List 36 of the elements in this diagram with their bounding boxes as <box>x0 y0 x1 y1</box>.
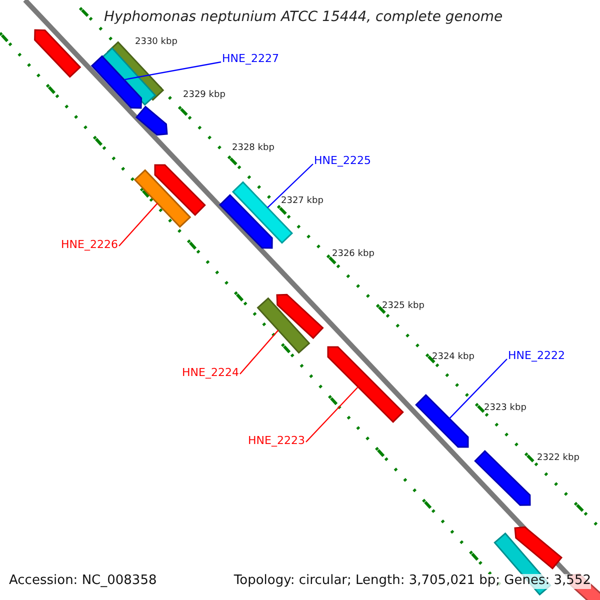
gene-feature <box>154 164 206 216</box>
gene-bar <box>134 169 192 228</box>
position-label: 2330 kbp <box>135 37 178 48</box>
position-label: 2324 kbp <box>432 352 474 362</box>
gene-label: HNE_2225 <box>314 155 371 168</box>
position-label: 2325 kbp <box>382 301 424 312</box>
gene-label: HNE_2226 <box>61 239 118 252</box>
title: Hyphomonas neptunium ATCC 15444, complete genome <box>104 9 503 26</box>
genome-info-text: Topology: circular; Length: 3,705,021 bp; Genes: 3,552 <box>234 574 591 589</box>
gene-label: HNE_2223 <box>248 435 305 448</box>
position-label: 2328 kbp <box>232 143 274 154</box>
gene-label: HNE_2222 <box>508 350 565 363</box>
leader-line <box>448 358 508 420</box>
gene-bar <box>256 297 310 354</box>
gene-feature <box>90 55 142 109</box>
gene-feature <box>415 394 469 448</box>
gene-feature <box>135 106 168 136</box>
gene-feature <box>218 194 273 249</box>
position-label: 2322 kbp <box>537 453 580 464</box>
gene-feature <box>276 294 324 340</box>
gene-feature <box>514 526 563 570</box>
position-label: 2323 kbp <box>484 403 526 414</box>
position-label: 2329 kbp <box>183 90 226 100</box>
gene-feature <box>327 346 404 423</box>
gene-feature <box>474 450 531 506</box>
leader-line <box>240 330 279 374</box>
accession-text: Accession: NC_008358 <box>9 574 157 589</box>
gene-feature <box>34 29 82 78</box>
position-label: 2327 kbp <box>281 196 324 206</box>
leader-line <box>124 61 222 80</box>
gene-label: HNE_2224 <box>182 367 239 380</box>
gene-label: HNE_2227 <box>222 53 279 66</box>
leader-line <box>267 164 314 208</box>
leader-line <box>306 386 359 442</box>
leader-line <box>118 202 158 246</box>
position-label: 2326 kbp <box>332 249 374 260</box>
